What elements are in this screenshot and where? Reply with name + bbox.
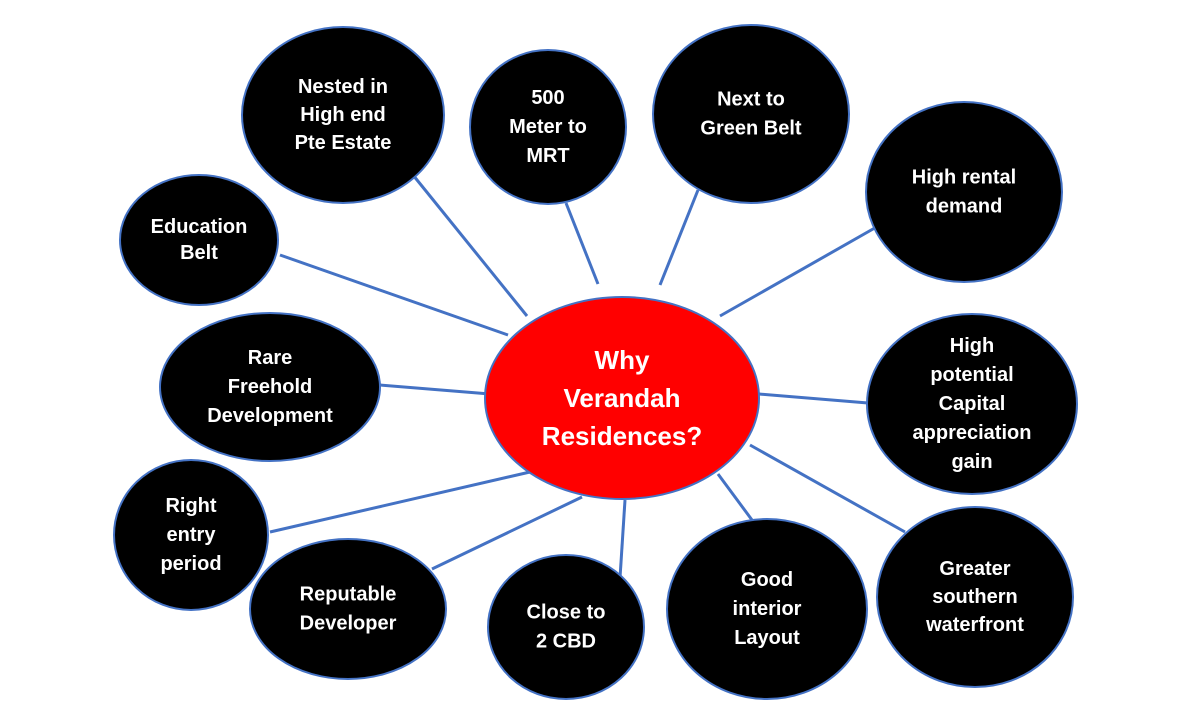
bubble-interior-layout	[666, 518, 868, 700]
bubble-close-to-2-cbd	[487, 554, 645, 700]
connector-southern-waterfront	[749, 443, 906, 534]
connector-close-to-2-cbd	[618, 499, 627, 579]
label-education-belt-line-2: Belt	[180, 242, 218, 264]
bubble-next-to-green-belt	[652, 24, 850, 204]
bubble-right-entry-period	[113, 459, 269, 611]
bubble-capital-appreciation	[866, 313, 1078, 495]
label-interior-layout-line-3: Layout	[734, 627, 800, 649]
connector-500m-to-mrt	[564, 202, 600, 285]
node-next-to-green-belt: Next to Green Belt	[652, 24, 850, 204]
label-reputable-developer-line-1: Reputable	[300, 584, 397, 606]
label-right-entry-period-line-1: Right	[165, 495, 216, 517]
label-interior-layout-line-1: Good	[741, 569, 793, 591]
node-right-entry-period: Right entry period	[113, 459, 269, 611]
label-nested-high-end-line-2: High end	[300, 104, 386, 126]
label-high-rental-demand-line-2: demand	[926, 196, 1003, 218]
label-nested-high-end-line-1: Nested in	[298, 76, 388, 98]
center-title-line-3: Residences?	[542, 421, 702, 451]
label-close-to-2-cbd-line-1: Close to	[527, 602, 606, 624]
connector-right-entry-period	[269, 470, 531, 534]
label-rare-freehold-line-2: Freehold	[228, 376, 312, 398]
connector-interior-layout	[716, 473, 754, 521]
bubble-high-rental-demand	[865, 101, 1063, 283]
connector-capital-appreciation	[758, 392, 869, 405]
label-close-to-2-cbd-line-2: 2 CBD	[536, 631, 596, 653]
label-capital-appreciation-line-3: Capital	[939, 393, 1006, 415]
label-rare-freehold-line-3: Development	[207, 405, 333, 427]
bubble-southern-waterfront	[876, 506, 1074, 688]
center-title-line-2: Verandah	[563, 383, 680, 413]
label-southern-waterfront-line-1: Greater	[939, 558, 1010, 580]
center-bubble	[484, 296, 760, 500]
label-southern-waterfront-line-3: waterfront	[925, 614, 1024, 636]
connector-high-rental-demand	[719, 223, 881, 318]
bubble-reputable-developer	[249, 538, 447, 680]
bubble-rare-freehold	[159, 312, 381, 462]
label-right-entry-period-line-2: entry	[167, 524, 217, 546]
label-southern-waterfront-line-2: southern	[932, 586, 1018, 608]
label-next-to-green-belt-line-1: Next to	[717, 89, 785, 111]
label-rare-freehold-line-1: Rare	[248, 347, 292, 369]
node-close-to-2-cbd: Close to 2 CBD	[487, 554, 645, 700]
connectors	[269, 174, 906, 579]
node-high-rental-demand: High rental demand	[865, 101, 1063, 283]
label-reputable-developer-line-2: Developer	[300, 613, 397, 635]
center-title-line-1: Why	[595, 345, 650, 375]
node-southern-waterfront: Greater southern waterfront	[876, 506, 1074, 688]
connector-education-belt	[279, 253, 509, 337]
bubble-education-belt	[119, 174, 279, 306]
label-capital-appreciation-line-5: gain	[951, 451, 992, 473]
connector-rare-freehold	[379, 383, 491, 396]
connector-next-to-green-belt	[658, 189, 700, 286]
label-500m-to-mrt-line-1: 500	[531, 87, 564, 109]
connector-reputable-developer	[431, 495, 583, 571]
label-capital-appreciation-line-2: potential	[930, 364, 1013, 386]
connector-nested-high-end	[411, 174, 529, 317]
label-interior-layout-line-2: interior	[733, 598, 802, 620]
label-education-belt-line-1: Education	[151, 216, 248, 238]
bubble-nested-high-end	[241, 26, 445, 204]
label-500m-to-mrt-line-3: MRT	[526, 145, 569, 167]
label-next-to-green-belt-line-2: Green Belt	[700, 118, 801, 140]
label-500m-to-mrt-line-2: Meter to	[509, 116, 587, 138]
bubble-500m-to-mrt	[469, 49, 627, 205]
label-right-entry-period-line-3: period	[160, 553, 221, 575]
label-nested-high-end-line-3: Pte Estate	[295, 132, 392, 154]
label-high-rental-demand-line-1: High rental	[912, 167, 1016, 189]
label-capital-appreciation-line-4: appreciation	[913, 422, 1032, 444]
label-capital-appreciation-line-1: High	[950, 335, 994, 357]
